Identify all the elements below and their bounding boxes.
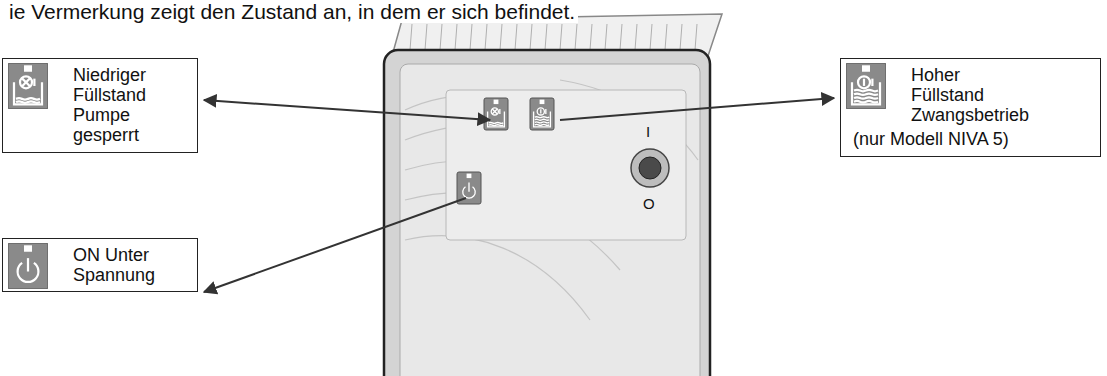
leader-arrow xyxy=(204,198,466,292)
switch-knob xyxy=(631,149,669,187)
panel-swirls xyxy=(405,80,698,320)
instruction-text: ie Vermerkung zeigt den Zustand an, in d… xyxy=(6,0,578,23)
status-callout: Niedriger Füllstand Pumpe gesperrt xyxy=(2,58,198,153)
switch-position: I xyxy=(646,124,650,141)
panel-indicator xyxy=(530,98,554,130)
status-icon xyxy=(8,243,48,289)
lid-ribs xyxy=(410,24,697,50)
switch-position: O xyxy=(643,196,655,213)
status-icon xyxy=(846,63,886,109)
front-panel xyxy=(400,64,700,376)
model-note: (nur Modell NIVA 5) xyxy=(853,129,1090,149)
status-text: Hoher Füllstand Zwangsbetrieb xyxy=(911,65,1029,125)
status-text: ON Unter Spannung xyxy=(73,245,155,285)
status-callout: Hoher Füllstand Zwangsbetrieb (nur Modell… xyxy=(840,58,1101,157)
switch-knob xyxy=(639,157,661,179)
status-icon xyxy=(8,63,48,109)
status-text: Niedriger Füllstand Pumpe gesperrt xyxy=(73,65,146,146)
leader-arrow xyxy=(560,98,834,120)
panel-indicator xyxy=(484,98,508,130)
leader-arrow xyxy=(204,100,490,120)
status-callout: ON Unter Spannung xyxy=(2,238,198,292)
